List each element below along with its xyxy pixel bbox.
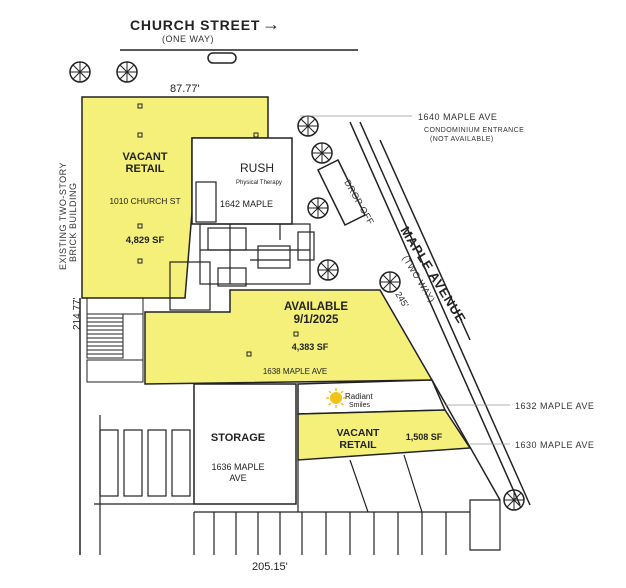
available-size: 4,383 SF (292, 342, 329, 352)
vacant-left-size: 4,829 SF (126, 235, 165, 246)
stair (86, 313, 124, 359)
column-markers-2 (246, 331, 299, 357)
vacant-right-size: 1,508 SF (406, 432, 443, 442)
dropoff-label: DROP OFF (342, 178, 376, 227)
rush-address: 1642 MAPLE (220, 199, 273, 209)
rush-sub: Physical Therapy (236, 180, 282, 186)
tree-icon (317, 259, 339, 281)
callout-condo-note: (NOT AVAILABLE) (430, 136, 494, 143)
vacant-right-title2: RETAIL (339, 439, 377, 451)
avenue-lines (316, 121, 531, 506)
vacant-right-title: VACANT (337, 427, 381, 439)
radiant-line1: Radiant (345, 392, 373, 401)
street-arrow-icon: → (262, 14, 280, 34)
radiant-line2: Smiles (349, 402, 371, 409)
rush-area (191, 137, 293, 225)
neighbor-building: EXISTING TWO-STORY (58, 162, 68, 270)
dimension-diag: 245' (393, 290, 410, 310)
available-date: 9/1/2025 (294, 314, 339, 326)
vacant-left-address: 1010 CHURCH ST (109, 196, 180, 206)
storage-address2: AVE (229, 473, 246, 483)
tree-icon (297, 115, 319, 137)
storage-area (193, 383, 297, 505)
callout-1640: 1640 MAPLE AVE (418, 112, 497, 122)
rush-brand: RUSH (240, 161, 274, 175)
vacant-retail-right-area (297, 409, 472, 461)
dimension-top: 87.77' (170, 83, 200, 95)
parking-bays-left (94, 415, 194, 555)
neighbor-building-2: BRICK BUILDING (68, 182, 78, 262)
tree-icon (116, 61, 138, 83)
sun-icon (326, 388, 346, 408)
tree-icon (69, 61, 91, 83)
tree-icon (307, 197, 329, 219)
vacant-left-title2: RETAIL (126, 163, 165, 175)
dimension-left: 214.77' (72, 297, 83, 330)
available-address: 1638 MAPLE AVE (263, 367, 327, 376)
storage-address: 1636 MAPLE (211, 462, 264, 472)
parking-bays-bottom (193, 454, 501, 555)
available-area (144, 289, 434, 385)
callout-1632: 1632 MAPLE AVE (515, 401, 594, 411)
building-core (169, 181, 315, 311)
column-markers (137, 103, 259, 264)
storage-title: STORAGE (211, 432, 265, 444)
street-pill (207, 52, 237, 64)
callout-condo: CONDOMINIUM ENTRANCE (424, 127, 524, 134)
dimension-bottom: 205.15' (252, 561, 288, 573)
street-name: CHURCH STREET (130, 17, 260, 33)
available-title: AVAILABLE (284, 301, 348, 313)
vacant-left-title: VACANT (122, 151, 167, 163)
callout-1630: 1630 MAPLE AVE (515, 440, 594, 450)
street-direction: (ONE WAY) (162, 34, 214, 44)
tree-icon (311, 142, 333, 164)
restroom-block (86, 297, 144, 383)
tree-icon (379, 271, 401, 293)
